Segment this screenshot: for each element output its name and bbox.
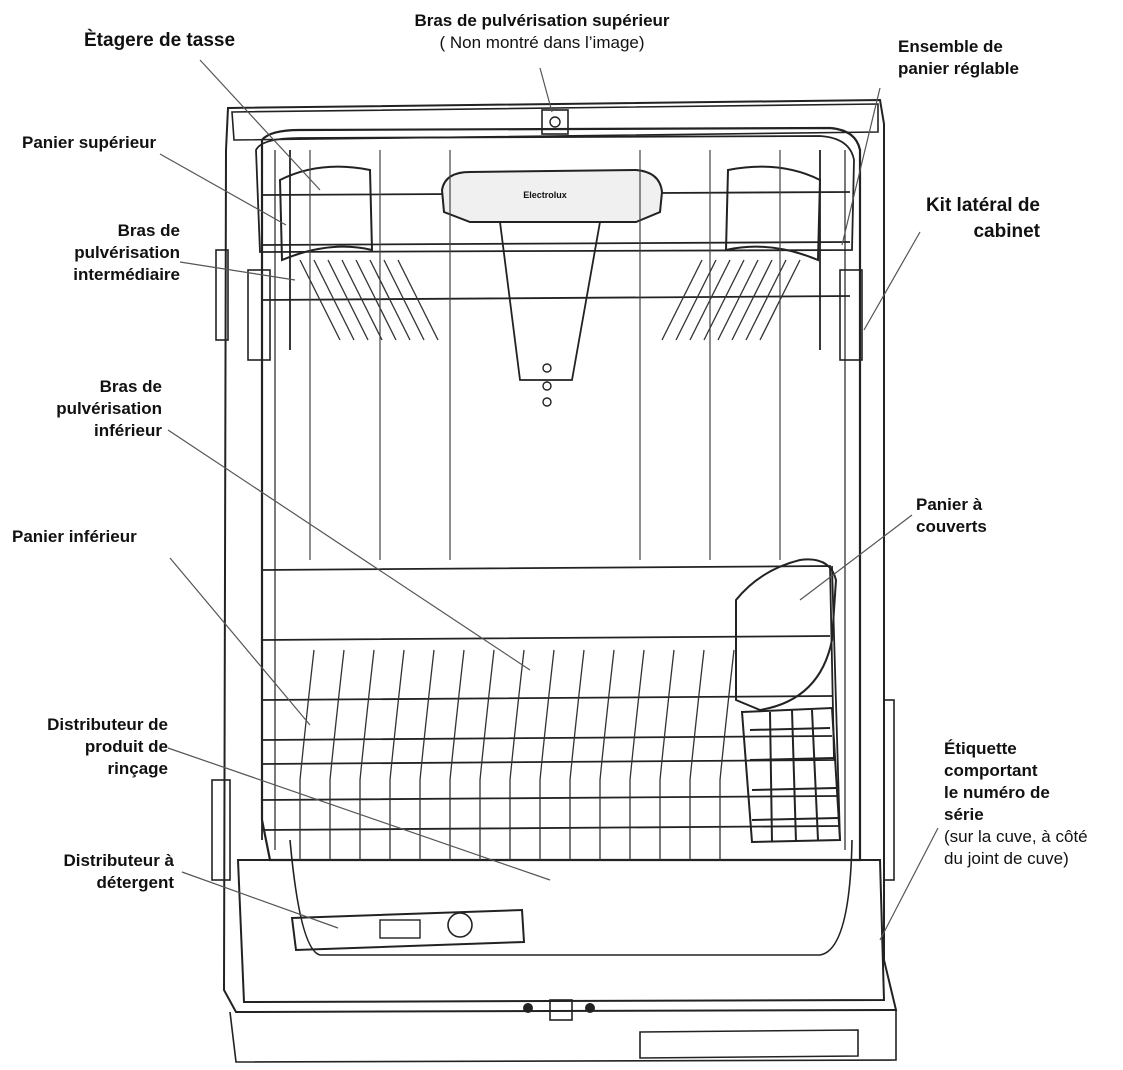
wire-tine <box>383 259 425 341</box>
wire-tine <box>731 259 773 341</box>
leader-panier-couverts <box>799 514 913 601</box>
wire-tine <box>313 259 355 341</box>
wire-tine <box>719 649 735 860</box>
brand-logo: Electrolux <box>523 190 567 200</box>
wire-tine <box>509 649 525 860</box>
label-bras-superieur: Bras de pulvérisation supérieur ( Non mo… <box>372 10 712 54</box>
wire-tine <box>299 649 315 860</box>
wire-tine <box>341 259 383 341</box>
label-etiquette-note-1: (sur la cuve, à côté <box>944 827 1088 846</box>
label-bras-intermediaire: Bras de pulvérisation intermédiaire <box>73 221 180 284</box>
label-ensemble-panier: Ensemble de panier réglable <box>898 37 1019 78</box>
wire-tine <box>661 259 703 341</box>
label-etagere-tasse: Ètagere de tasse <box>84 30 236 51</box>
leader-panier-superieur <box>159 153 287 226</box>
upper-basket <box>255 135 855 350</box>
leader-panier-inferieur <box>169 557 311 726</box>
leader-bras-inferieur <box>167 429 531 671</box>
wire-tine <box>479 649 495 860</box>
wire-tine <box>419 649 435 860</box>
wire-tine <box>539 649 555 860</box>
leader-bras-superieur <box>539 67 553 113</box>
label-panier-superieur: Panier supérieur <box>22 133 157 152</box>
leader-distributeur-rincage <box>167 747 551 881</box>
door-controls <box>523 999 595 1021</box>
wire-tine <box>659 649 675 860</box>
wire-tine <box>359 649 375 860</box>
leader-ensemble-panier <box>841 87 881 246</box>
label-bras-superieur-note: ( Non montré dans l’image) <box>439 33 645 52</box>
label-kit-lateral: Kit latéral de cabinet <box>925 195 1040 242</box>
leader-bras-intermediaire <box>179 261 296 281</box>
wire-tine <box>569 649 585 860</box>
cup-shelves <box>278 165 822 262</box>
tub-wall <box>260 126 862 862</box>
wire-tine <box>369 259 411 341</box>
wire-tine <box>717 259 759 341</box>
door <box>236 859 886 1004</box>
wire-tine <box>329 649 345 860</box>
label-bras-inferieur: Bras de pulvérisation inférieur <box>56 377 162 440</box>
top-rail <box>231 103 879 141</box>
label-etiquette-note-2: du joint de cuve) <box>944 849 1069 868</box>
leader-etagere-tasse <box>199 59 321 191</box>
wire-tine <box>299 259 341 341</box>
wire-tine <box>327 259 369 341</box>
wire-tine <box>629 649 645 860</box>
label-panier-inferieur: Panier inférieur <box>12 527 137 546</box>
label-etiquette-serie: Étiquette comportant le numéro de série … <box>944 739 1088 868</box>
cabinet-frame <box>222 98 898 1014</box>
basket-handle: Electrolux <box>440 168 664 407</box>
wire-tine <box>355 259 397 341</box>
label-distributeur-detergent: Distributeur à détergent <box>63 851 174 892</box>
door-panel <box>639 1029 859 1059</box>
leader-kit-lateral <box>863 231 921 331</box>
leader-lines <box>159 59 939 941</box>
wire-tine <box>689 649 705 860</box>
leader-distributeur-detergent <box>181 871 339 929</box>
wire-tine <box>599 649 615 860</box>
wire-tine <box>397 259 439 341</box>
lower-basket <box>261 565 841 841</box>
wire-tine <box>703 259 745 341</box>
dispensers <box>290 908 526 952</box>
label-panier-couverts: Panier à couverts <box>916 495 987 536</box>
wire-tine <box>675 259 717 341</box>
cutlery-basket <box>735 558 842 844</box>
wire-tine <box>745 259 787 341</box>
wire-tine <box>449 649 465 860</box>
label-distributeur-rincage: Distributeur de produit de rinçage <box>47 715 168 778</box>
leader-etiquette-serie <box>879 827 939 941</box>
wire-tine <box>389 649 405 860</box>
